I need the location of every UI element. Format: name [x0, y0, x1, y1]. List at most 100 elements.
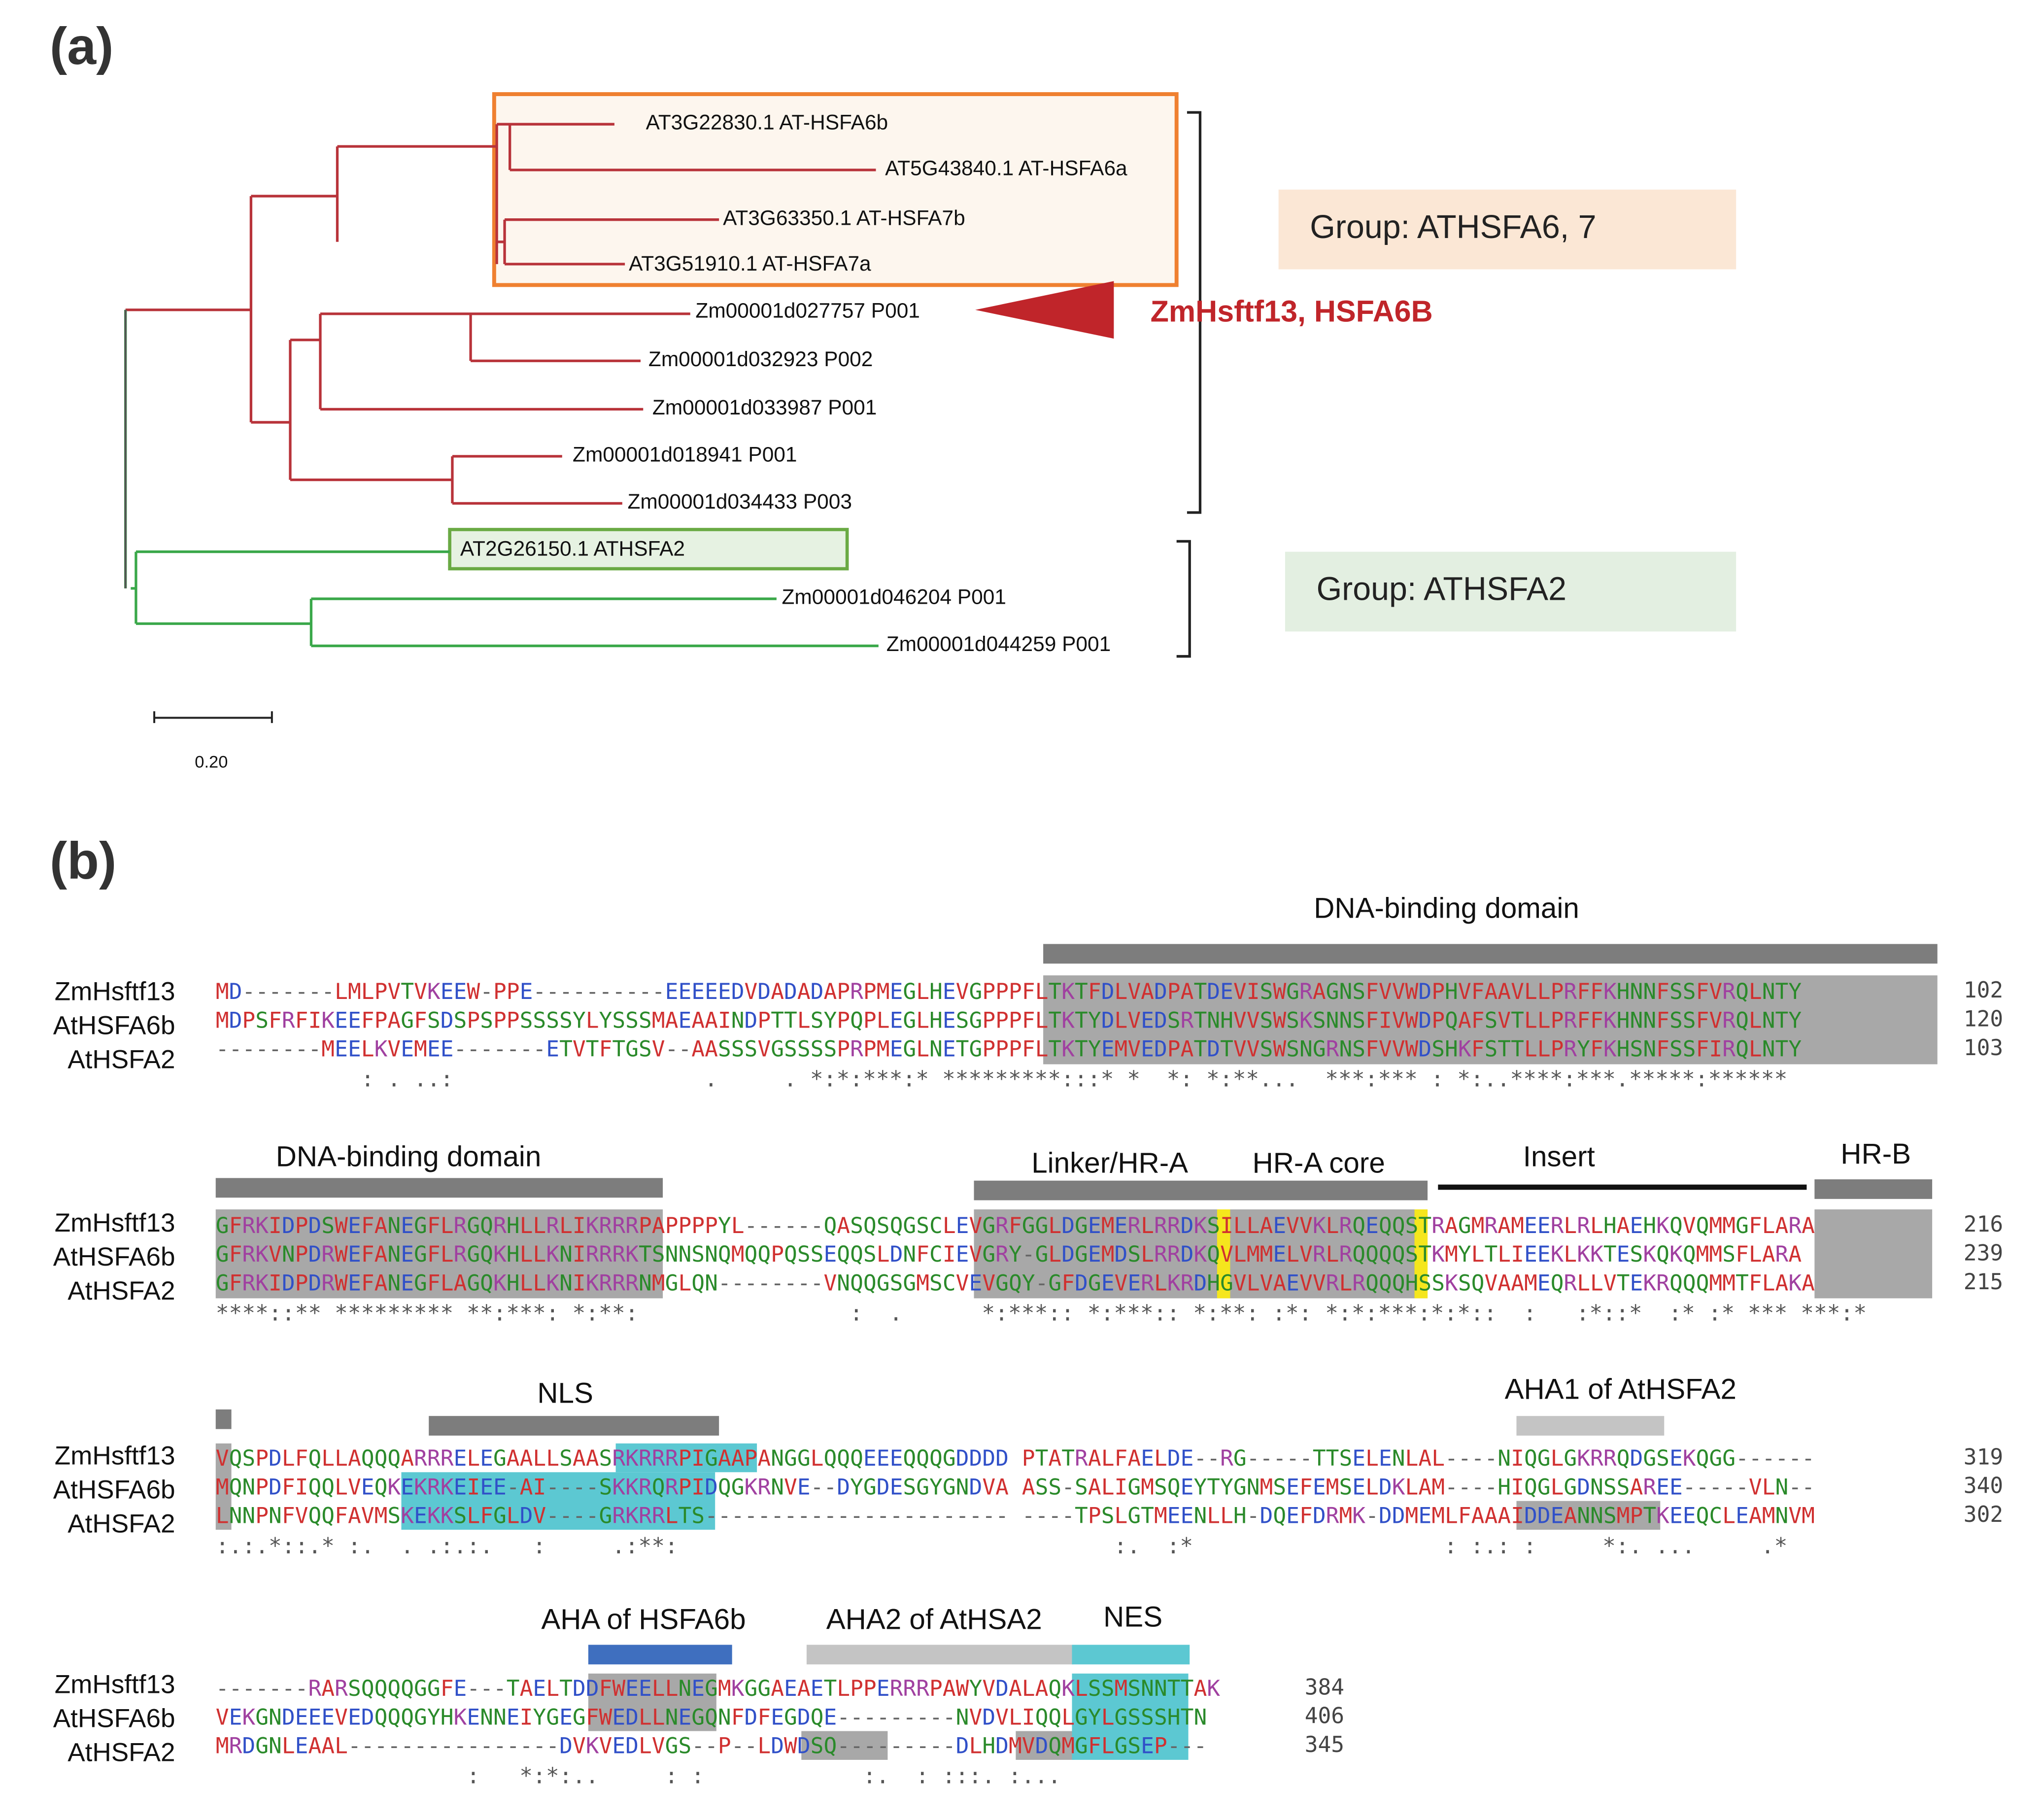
- domain-annotation: Linker/HR-A: [1031, 1146, 1189, 1180]
- group2-label: Group: ATHSFA2: [1285, 551, 1736, 632]
- position-number: 384: [1304, 1673, 1345, 1700]
- panel-a-label: (a): [49, 18, 114, 76]
- insert-bar: [1438, 1184, 1807, 1190]
- sequence-name: ZmHsftf13: [54, 1209, 175, 1238]
- position-number: 340: [1963, 1472, 2004, 1499]
- domain-bar: [1043, 944, 1938, 964]
- position-number: 302: [1963, 1501, 2004, 1527]
- leaf-label: AT3G51910.1 AT-HSFA7a: [629, 253, 871, 276]
- conservation-line: : *:*:.. : : :. : :::. :...: [215, 1762, 1061, 1789]
- domain-annotation: AHA2 of AtHSA2: [826, 1603, 1042, 1636]
- leaf-label: Zm00001d033987 P001: [652, 397, 877, 420]
- sequence-name: ZmHsftf13: [54, 978, 175, 1007]
- position-number: 102: [1963, 976, 2004, 1003]
- sequence-name: AtHSFA2: [68, 1277, 175, 1306]
- conserved-leucine: [1217, 1209, 1230, 1299]
- domain-annotation: HR-B: [1840, 1137, 1911, 1170]
- domain-bar: [1814, 1179, 1933, 1199]
- position-number: 215: [1963, 1268, 2004, 1295]
- sequence-name: AtHSFA2: [68, 1739, 175, 1768]
- alignment-row: MQNPDFIQQLVEQKEKRKEIEE-AI----SKKRQRPIDQG…: [215, 1473, 1815, 1500]
- leaf-label: Zm00001d044259 P001: [886, 634, 1111, 656]
- aha2-bar: [806, 1645, 1074, 1665]
- position-number: 345: [1304, 1731, 1345, 1757]
- nes-shade: [1072, 1673, 1189, 1760]
- leaf-label: AT3G22830.1 AT-HSFA6b: [646, 112, 888, 135]
- group1-bracket: [1187, 111, 1202, 514]
- domain-annotation: NLS: [537, 1376, 593, 1409]
- domain-bar: [215, 1178, 663, 1198]
- scale-label: 0.20: [195, 752, 228, 772]
- aha-shade: [1516, 1501, 1661, 1530]
- leaf-label: Zm00001d046204 P001: [782, 587, 1007, 610]
- group2-label-text: Group: ATHSFA2: [1316, 571, 1567, 608]
- sequence-name: AtHSFA2: [68, 1510, 175, 1539]
- sequence-name: AtHSFA2: [68, 1046, 175, 1075]
- panel-b-label: (b): [49, 832, 117, 891]
- leaf-label: AT2G26150.1 ATHSFA2: [460, 539, 685, 561]
- alignment-row: -------RARSQQQQGGFE---TAELTDDFWEELLNEGMK…: [215, 1675, 1221, 1701]
- alignment-row: LNNPNFVQQFAVMSKEKKSLFGLDV----GRKRRLTS---…: [215, 1502, 1815, 1529]
- alignment-row: --------MEELKVEMEE-------ETVTFTGSV--AASS…: [215, 1035, 1802, 1062]
- scale-bar: [153, 711, 273, 723]
- nls-shade: [401, 1472, 715, 1530]
- sequence-name: AtHSFA6b: [53, 1705, 175, 1734]
- conservation-line: ****::** ********* **:***: *:**: : . *:*…: [215, 1300, 1867, 1326]
- conservation-line: :.:.*::.* :. . .:.:. : .:**: :. :* : :.:…: [215, 1532, 1788, 1559]
- domain-annotation: AHA of HSFA6b: [541, 1603, 746, 1636]
- domain-shade: [215, 1209, 663, 1299]
- position-number: 103: [1963, 1034, 2004, 1061]
- position-number: 239: [1963, 1239, 2004, 1266]
- domain-shade: [974, 1209, 1428, 1299]
- aha-bar: [588, 1645, 732, 1665]
- highlight-label: ZmHsftf13, HSFA6B: [1150, 294, 1433, 328]
- alignment-row: VQSPDLFQLLAQQQARRRELEGAALLSAASRKRRRPIGAA…: [215, 1444, 1815, 1471]
- position-number: 406: [1304, 1702, 1345, 1729]
- sequence-name: ZmHsftf13: [54, 1442, 175, 1471]
- domain-bar: [215, 1409, 232, 1429]
- domain-annotation: AHA1 of AtHSFA2: [1504, 1373, 1737, 1406]
- domain-shade: [1043, 975, 1938, 1065]
- leaf-label: Zm00001d032923 P002: [648, 349, 873, 372]
- sequence-name: AtHSFA6b: [53, 1012, 175, 1041]
- position-number: 120: [1963, 1005, 2004, 1032]
- alignment-row: MD-------LMLPVTVKEEW-PPE----------EEEEED…: [215, 978, 1802, 1004]
- clade1-branches: [125, 123, 876, 505]
- group2-highlight-box: [448, 528, 849, 571]
- domain-bar: [1516, 1416, 1665, 1436]
- domain-annotation: DNA-binding domain: [275, 1140, 542, 1173]
- domain-annotation: Insert: [1523, 1140, 1595, 1173]
- alignment-row: MRDGNLEAAL----------------DVKVEDLVGS--P-…: [215, 1732, 1207, 1759]
- aha-shade: [801, 1731, 888, 1760]
- alignment-row: VEKGNDEEEVEDQQQGYHKENNEIYGEGFWEDLLNEGQNF…: [215, 1703, 1207, 1730]
- highlight-arrow: [975, 281, 1114, 339]
- nls-shade: [615, 1443, 757, 1473]
- aha-shade: [1016, 1731, 1075, 1760]
- domain-shade: [215, 1443, 232, 1530]
- domain-shade: [1814, 1209, 1933, 1299]
- alignment-row: MDPSFRFIKEEFPAGFSDSPSPPSSSSYLYSSSMAEAAIN…: [215, 1006, 1802, 1033]
- nes-bar: [1072, 1645, 1190, 1665]
- alignment-row: GFRKIDPDRWEFANEGFLAGQKHLLKNIKRRRNMGLQN--…: [215, 1270, 1815, 1296]
- conservation-line: : . ..: . . *:*:***:* *********:::* * *:…: [215, 1065, 1788, 1092]
- domain-bar: [429, 1416, 719, 1436]
- conserved-leucine: [1414, 1209, 1428, 1299]
- group2-bracket: [1176, 540, 1191, 658]
- sequence-name: AtHSFA6b: [53, 1243, 175, 1272]
- sequence-name: AtHSFA6b: [53, 1476, 175, 1505]
- leaf-label: Zm00001d027757 P001: [695, 301, 920, 323]
- leaf-label: AT3G63350.1 AT-HSFA7b: [723, 207, 965, 230]
- alignment-row: GFRKVNPDRWEFANEGFLRGQKHLLKNIRRRKTSNNSNQM…: [215, 1240, 1802, 1267]
- position-number: 216: [1963, 1210, 2004, 1237]
- position-number: 319: [1963, 1443, 2004, 1470]
- group1-highlight-box: [492, 92, 1179, 287]
- alignment-row: GFRKIDPDSWEFANEGFLRGQRHLLRLIKRRRPAPPPPYL…: [215, 1212, 1815, 1238]
- group1-label-text: Group: ATHSFA6, 7: [1310, 209, 1597, 246]
- domain-annotation: DNA-binding domain: [1314, 892, 1579, 925]
- domain-bar: [974, 1180, 1428, 1201]
- aha-shade: [588, 1673, 716, 1731]
- leaf-label: Zm00001d018941 P001: [573, 445, 797, 467]
- leaf-label: AT5G43840.1 AT-HSFA6a: [885, 158, 1127, 181]
- domain-annotation: NES: [1103, 1600, 1163, 1633]
